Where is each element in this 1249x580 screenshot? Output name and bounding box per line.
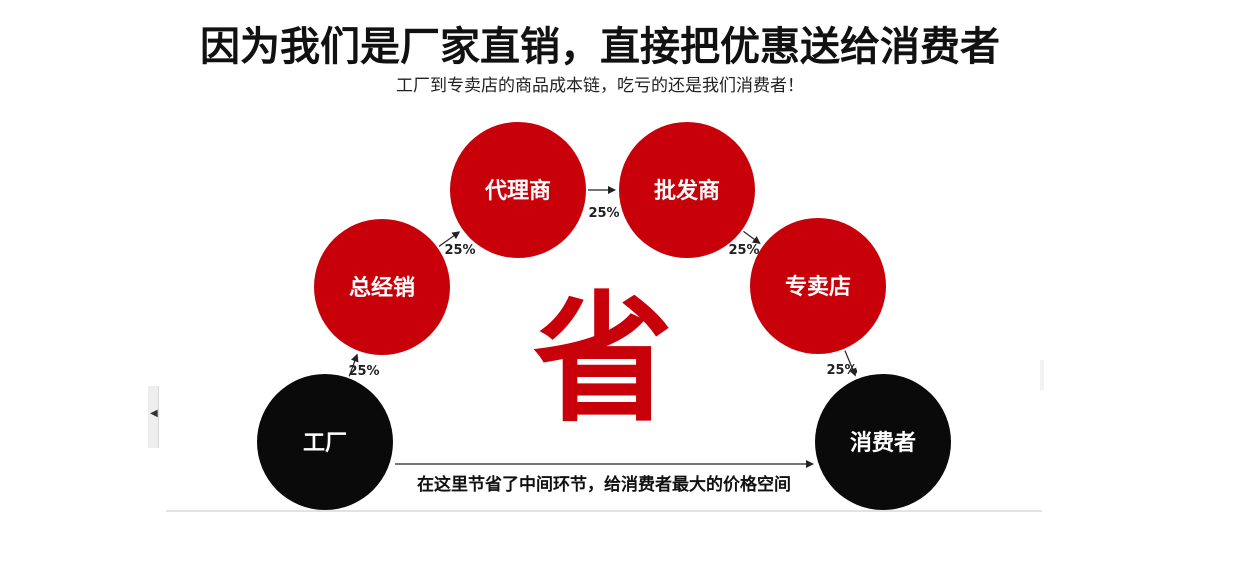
chevron-left-icon[interactable]: ◀ [150, 408, 158, 419]
node-label: 专卖店 [785, 274, 851, 300]
node-general-distributor: 总经销 [314, 219, 450, 355]
page-title: 因为我们是厂家直销，直接把优惠送给消费者 [200, 24, 1000, 70]
edge-general-distributor-to-agent [438, 231, 461, 247]
node-factory: 工厂 [257, 374, 393, 510]
edge-markup-label: 25% [588, 206, 619, 221]
edge-markup-label: 25% [826, 363, 857, 378]
node-circle [257, 374, 393, 510]
edges-layer: 25% 25% 25% 25% 25% 在这里节省了中间环节，给消费者最大的价格空间 [348, 186, 858, 495]
edge-factory-to-general-distributor [348, 353, 359, 377]
side-collapse-tab[interactable] [148, 386, 159, 448]
savings-caption: 在这里节省了中间环节，给消费者最大的价格空间 [417, 474, 791, 495]
edge-markup-label: 25% [444, 243, 475, 258]
node-circle [619, 122, 755, 258]
edge-store-to-consumer [844, 350, 857, 377]
node-circle [750, 218, 886, 354]
edge-markup-label: 25% [348, 364, 379, 379]
edge-markup-label: 25% [728, 243, 759, 258]
node-label: 批发商 [654, 178, 720, 204]
node-agent: 代理商 [450, 122, 586, 258]
node-circle [815, 374, 951, 510]
right-edge-shadow [1040, 360, 1044, 390]
node-label: 工厂 [303, 431, 347, 456]
bottom-divider [166, 510, 1042, 512]
node-label: 代理商 [484, 178, 551, 204]
node-label: 总经销 [349, 275, 415, 301]
node-label: 消费者 [850, 431, 916, 456]
center-save-char: 省 [533, 279, 673, 442]
node-circle [314, 219, 450, 355]
edge-wholesaler-to-store [743, 230, 761, 245]
node-store: 专卖店 [750, 218, 886, 354]
page-subtitle: 工厂到专卖店的商品成本链，吃亏的还是我们消费者！ [396, 76, 804, 96]
node-consumer: 消费者 [815, 374, 951, 510]
node-circle [450, 122, 586, 258]
node-wholesaler: 批发商 [619, 122, 755, 258]
